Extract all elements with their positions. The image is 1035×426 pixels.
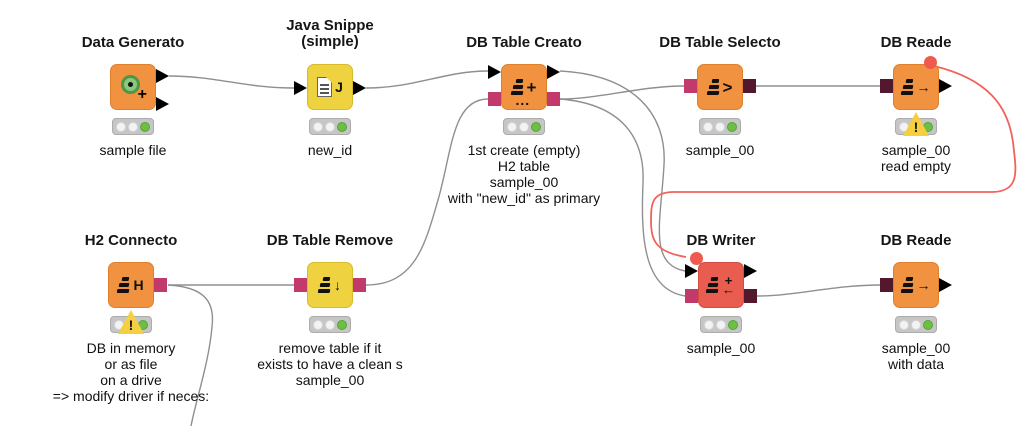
node-title: DB Reade bbox=[880, 34, 952, 51]
data-generator-icon: + bbox=[120, 74, 147, 103]
flow-variable-port[interactable] bbox=[690, 252, 703, 265]
node-annotation: sample_00 read empty bbox=[880, 142, 952, 174]
node-annotation: sample_00 with data bbox=[881, 340, 951, 372]
node-title: DB Table Creato bbox=[466, 34, 582, 51]
input-port-db-connection[interactable] bbox=[684, 79, 697, 93]
output-port-data[interactable] bbox=[939, 79, 952, 93]
db-table-creator-icon: + ... bbox=[510, 79, 536, 107]
traffic-light bbox=[503, 118, 545, 135]
output-port-db-connection[interactable] bbox=[547, 92, 560, 106]
db-reader-icon: → bbox=[900, 79, 931, 95]
db-table-selector-icon: > bbox=[706, 79, 732, 96]
node-title: Data Generato bbox=[81, 34, 185, 51]
output-port-data-bottom[interactable] bbox=[156, 97, 169, 111]
connection-writer-readerbottom[interactable] bbox=[756, 284, 881, 297]
input-port-db-data[interactable] bbox=[880, 278, 893, 292]
h2-connector-icon: H bbox=[117, 277, 144, 293]
node-annotation: remove table if it exists to have a clea… bbox=[257, 340, 403, 388]
connection-creator-writer-db[interactable] bbox=[559, 98, 686, 297]
connection-h2-offscreen[interactable] bbox=[167, 284, 214, 426]
node-body[interactable]: + bbox=[110, 64, 156, 110]
connection-datagen-javasnippet[interactable] bbox=[168, 75, 295, 89]
output-port-db-data[interactable] bbox=[744, 289, 757, 303]
output-port-db-connection[interactable] bbox=[154, 278, 167, 292]
flow-variable-port[interactable] bbox=[924, 56, 937, 69]
node-title: Java Snippe (simple) bbox=[286, 17, 374, 50]
db-reader-icon: → bbox=[900, 277, 931, 293]
output-port-db-data[interactable] bbox=[743, 79, 756, 93]
output-port-data[interactable] bbox=[353, 81, 366, 95]
input-port-data[interactable] bbox=[488, 65, 501, 79]
traffic-light bbox=[309, 118, 351, 135]
node-annotation: DB in memory or as file on a drive => mo… bbox=[52, 340, 210, 404]
output-port-data[interactable] bbox=[547, 65, 560, 79]
node-body[interactable]: + ← bbox=[698, 262, 744, 308]
node-body[interactable]: ↓ bbox=[307, 262, 353, 308]
connection-creator-writer-data[interactable] bbox=[559, 70, 686, 272]
node-annotation: new_id bbox=[307, 142, 353, 158]
node-title: H2 Connecto bbox=[84, 232, 178, 249]
node-title: DB Table Selecto bbox=[659, 34, 781, 51]
node-body[interactable]: + ... bbox=[501, 64, 547, 110]
traffic-light bbox=[895, 316, 937, 333]
db-table-remover-icon: ↓ bbox=[317, 277, 341, 293]
output-port-db-connection[interactable] bbox=[353, 278, 366, 292]
input-port-db-connection[interactable] bbox=[685, 289, 698, 303]
input-port-db-data[interactable] bbox=[880, 79, 893, 93]
input-port-db-connection[interactable] bbox=[294, 278, 307, 292]
output-port-data[interactable] bbox=[939, 278, 952, 292]
node-annotation: sample file bbox=[99, 142, 167, 158]
node-annotation: 1st create (empty) H2 table sample_00 wi… bbox=[447, 142, 601, 206]
connection-remover-creator[interactable] bbox=[365, 98, 489, 286]
node-body[interactable]: → bbox=[893, 64, 939, 110]
output-port-data-top[interactable] bbox=[156, 69, 169, 83]
traffic-light bbox=[699, 118, 741, 135]
node-body[interactable]: > bbox=[697, 64, 743, 110]
traffic-light bbox=[309, 316, 351, 333]
node-title: DB Reade bbox=[880, 232, 952, 249]
input-port-db-connection[interactable] bbox=[488, 92, 501, 106]
traffic-light bbox=[700, 316, 742, 333]
db-writer-icon: + ← bbox=[705, 274, 735, 296]
node-annotation: sample_00 bbox=[685, 142, 755, 158]
output-port-data[interactable] bbox=[744, 264, 757, 278]
node-body[interactable]: J bbox=[307, 64, 353, 110]
traffic-light bbox=[112, 118, 154, 135]
node-body[interactable]: H bbox=[108, 262, 154, 308]
connection-creator-selector[interactable] bbox=[559, 85, 685, 100]
connection-javasnippet-creator[interactable] bbox=[365, 70, 489, 89]
node-title: DB Writer bbox=[686, 232, 756, 249]
connection-flow-variable-red[interactable] bbox=[650, 65, 1017, 258]
node-body[interactable]: → bbox=[893, 262, 939, 308]
java-snippet-icon: J bbox=[317, 77, 343, 97]
node-title: DB Table Remove bbox=[266, 232, 394, 249]
input-port-data[interactable] bbox=[685, 264, 698, 278]
node-annotation: sample_00 bbox=[686, 340, 756, 356]
input-port-data[interactable] bbox=[294, 81, 307, 95]
